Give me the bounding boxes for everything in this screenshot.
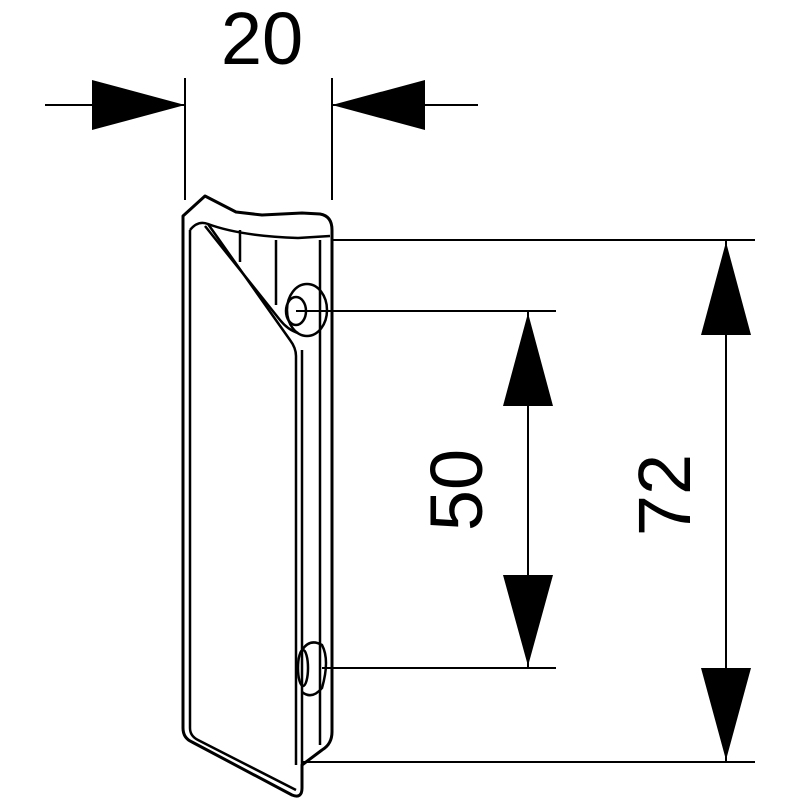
lower-mounting-hole-inner xyxy=(296,648,310,688)
hole-spacing-label: 50 xyxy=(415,449,498,531)
width-arrow-left xyxy=(92,80,185,130)
part-outline xyxy=(181,194,334,798)
hole-spacing-arrow-bottom xyxy=(503,575,553,666)
height-arrow-bottom xyxy=(701,668,751,760)
bottom-face xyxy=(188,727,297,792)
width-label: 20 xyxy=(221,0,303,80)
hole-spacing-dimension: 50 xyxy=(296,310,556,669)
height-arrow-top xyxy=(701,242,751,335)
width-arrow-right xyxy=(332,80,425,130)
lower-mounting-hole xyxy=(300,641,328,697)
height-dimension: 72 xyxy=(302,239,755,763)
part-body xyxy=(181,194,334,798)
hole-spacing-arrow-top xyxy=(503,313,553,406)
height-label: 72 xyxy=(623,454,706,536)
width-dimension: 20 xyxy=(45,0,478,200)
top-edge xyxy=(207,222,331,240)
